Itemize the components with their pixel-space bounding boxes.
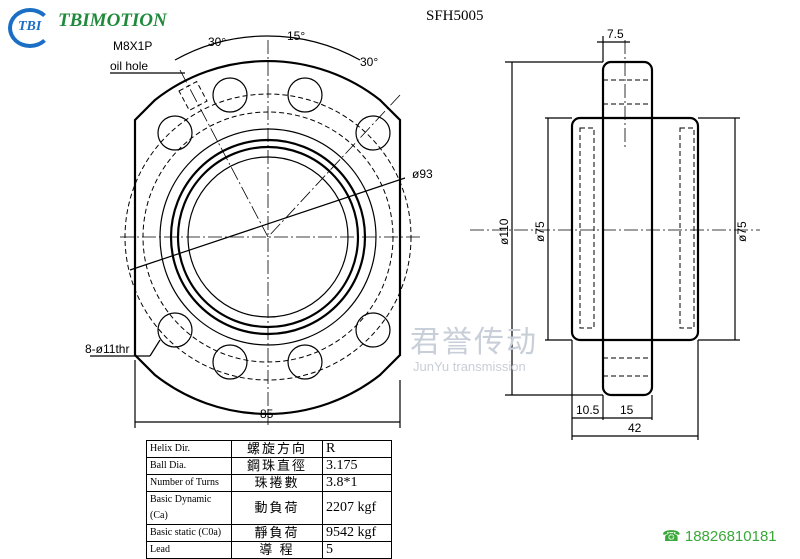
brand-name: TBIMOTION: [58, 10, 167, 31]
flange-outline: [133, 59, 402, 416]
spec-value: 3.8*1: [322, 474, 392, 492]
flange-dia-dim: ø110: [497, 218, 511, 245]
oil-hole-label: oil hole: [110, 59, 148, 73]
length-dim: 42: [628, 421, 642, 435]
spec-en: Basic static (C0a): [146, 524, 232, 542]
angle-1: 30°: [208, 35, 226, 49]
spec-en: Ball Dia.: [146, 457, 232, 475]
spec-en: Number of Turns: [146, 474, 232, 492]
body-dia-left: ø75: [533, 221, 547, 242]
side-view: [470, 36, 760, 440]
spec-zh: 動負荷: [231, 491, 323, 525]
spec-en: Basic Dynamic (Ca): [146, 491, 232, 525]
tbi-logo-mark: TBI: [8, 8, 52, 48]
watermark-zh: 君誉传动: [410, 326, 538, 359]
phone-contact: ☎ 18826810181: [662, 527, 777, 545]
spec-zh: 導 程: [231, 541, 323, 559]
dim-b: 15: [620, 403, 634, 417]
drawing-title: SFH5005: [426, 8, 484, 24]
angle-2: 15°: [287, 29, 305, 43]
spec-value: 9542 kgf: [322, 524, 392, 542]
holes-dim: 8-ø11thr: [85, 342, 129, 356]
watermark: 君誉传动 JunYu transmission: [385, 326, 538, 375]
bolt-circle-dim: ø93: [412, 167, 433, 181]
phone-number: 18826810181: [684, 528, 777, 545]
flange-offset-dim: 7.5: [607, 27, 624, 41]
spec-en: Helix Dir.: [146, 440, 232, 458]
oil-hole-size: M8X1P: [113, 39, 152, 53]
body-dia-right: ø75: [735, 221, 749, 242]
spec-zh: 珠捲數: [231, 474, 323, 492]
spec-zh: 靜負荷: [231, 524, 323, 542]
oil-hole: [178, 80, 208, 112]
bolt-holes: [157, 77, 391, 380]
spec-value: 5: [322, 541, 392, 559]
dim-a: 10.5: [576, 403, 600, 417]
watermark-en: JunYu transmission: [413, 359, 526, 374]
spec-en: Lead: [146, 541, 232, 559]
angle-3: 30°: [360, 55, 378, 69]
phone-icon: ☎: [662, 528, 681, 545]
spec-zh: 螺旋方向: [231, 440, 323, 458]
spec-value: R: [322, 440, 392, 458]
front-view: [90, 35, 420, 428]
width-dim: 85: [260, 407, 274, 421]
spec-zh: 鋼珠直徑: [231, 457, 323, 475]
spec-value: 3.175: [322, 457, 392, 475]
spec-value: 2207 kgf: [322, 491, 392, 525]
